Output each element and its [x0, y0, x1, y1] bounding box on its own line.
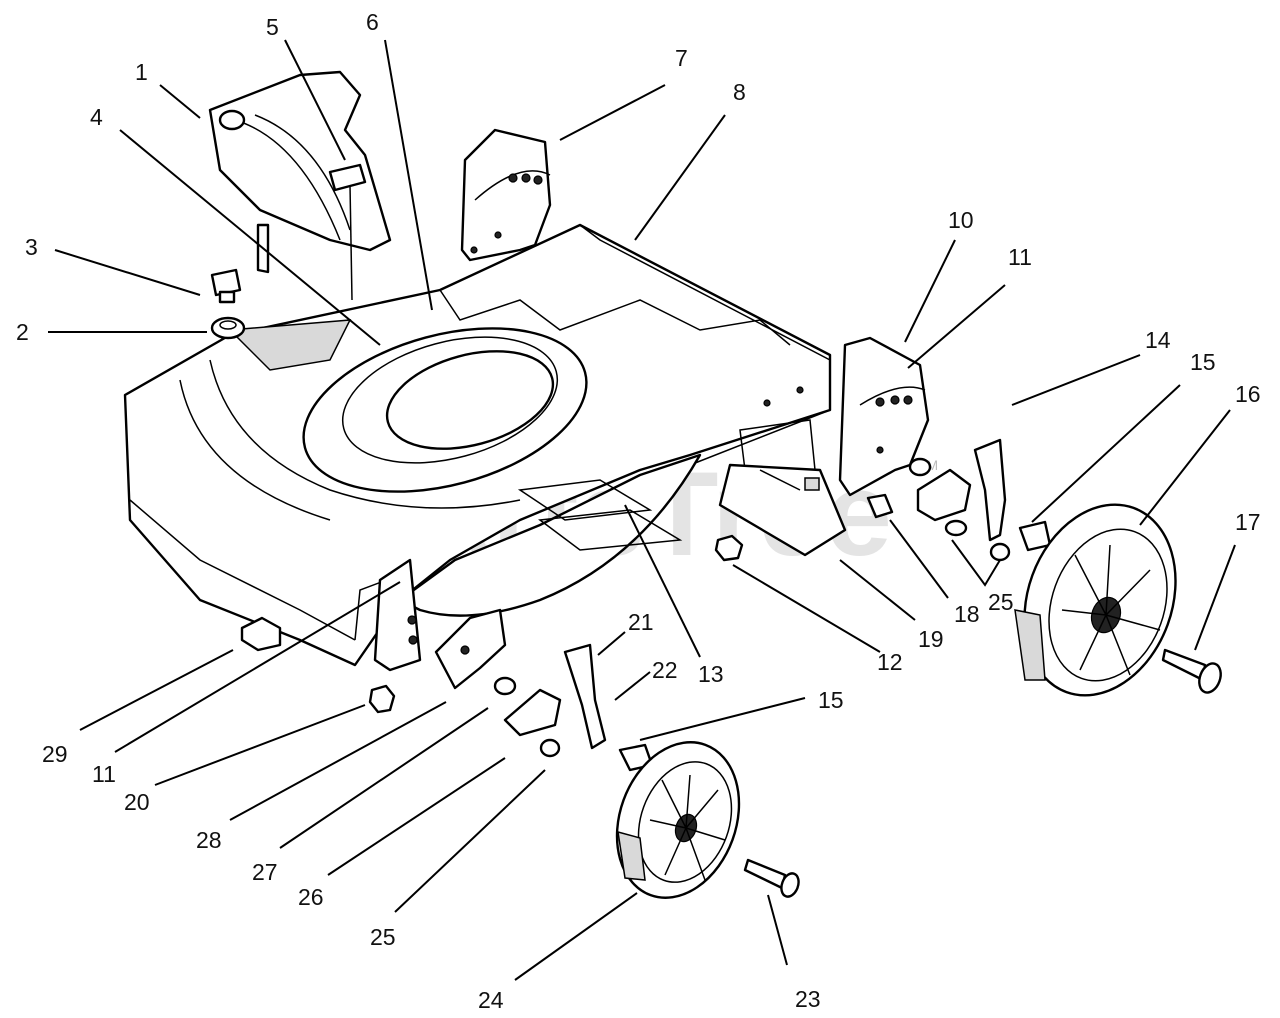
- bolt-and-bushing: [210, 268, 246, 340]
- knob: [328, 163, 367, 301]
- callout-15-front: 15: [818, 687, 844, 713]
- callout-19: 19: [918, 626, 944, 652]
- hex-nuts: [240, 534, 744, 714]
- callout-3: 3: [25, 234, 38, 260]
- callout-12: 12: [877, 649, 903, 675]
- callout-17: 17: [1235, 509, 1261, 535]
- deck-skirt-panels: [517, 479, 683, 551]
- callout-21: 21: [628, 609, 654, 635]
- callout-25-rear: 25: [988, 589, 1014, 615]
- chute-deflector: [208, 70, 392, 274]
- callout-4: 4: [90, 104, 103, 130]
- callout-23: 23: [795, 986, 821, 1012]
- callout-18: 18: [954, 601, 980, 627]
- callout-16: 16: [1235, 381, 1261, 407]
- callout-20: 20: [124, 789, 150, 815]
- callout-13: 13: [698, 661, 724, 687]
- callout-11-right: 11: [1008, 244, 1032, 270]
- leader-lines: [48, 39, 1236, 981]
- callout-6: 6: [366, 9, 379, 35]
- callout-labels: 1 2 3 4 5 6 7 8 10 11 14 15 16 17 25 18 …: [16, 9, 1261, 1013]
- callout-11-left: 11: [92, 761, 116, 787]
- front-wheel-bolt: [743, 858, 800, 898]
- callout-22: 22: [652, 657, 678, 683]
- mower-deck: [123, 223, 832, 672]
- callout-25-front: 25: [370, 924, 396, 950]
- callout-10: 10: [948, 207, 974, 233]
- callout-7: 7: [675, 45, 688, 71]
- callout-14: 14: [1145, 327, 1171, 353]
- rear-baffle: [718, 463, 847, 557]
- callout-1: 1: [135, 59, 148, 85]
- front-wheel: [615, 741, 741, 899]
- rear-wheel-hardware: [866, 438, 1052, 562]
- rear-wheel-bolt: [1161, 648, 1222, 694]
- callout-2: 2: [16, 319, 29, 345]
- callout-29: 29: [42, 741, 68, 767]
- callout-27: 27: [252, 859, 278, 885]
- callout-28: 28: [196, 827, 222, 853]
- rear-wheel: [1014, 503, 1177, 697]
- callout-24: 24: [478, 987, 504, 1013]
- callout-26: 26: [298, 884, 324, 910]
- callout-5: 5: [266, 14, 279, 40]
- callout-15-rear: 15: [1190, 349, 1216, 375]
- height-bracket-rear: [460, 128, 552, 262]
- front-wheel-hardware: [434, 608, 654, 772]
- callout-8: 8: [733, 79, 746, 105]
